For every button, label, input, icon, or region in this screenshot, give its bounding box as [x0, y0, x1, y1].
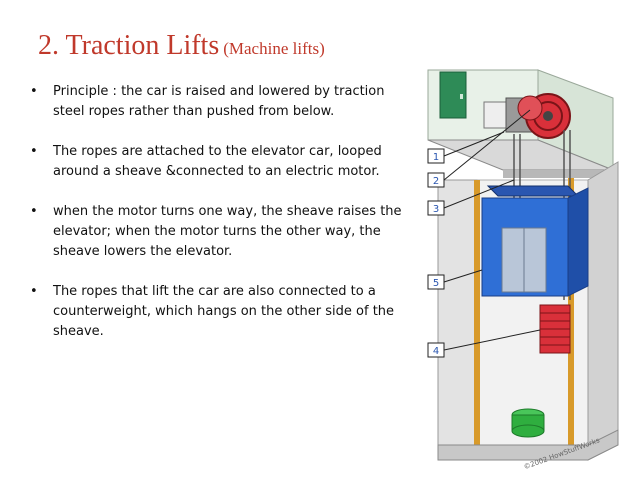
guide-rail-right: [568, 178, 574, 453]
callout-label: 1: [433, 152, 439, 163]
bullet-item: • The ropes that lift the car are also c…: [30, 282, 410, 342]
callout-label: 4: [433, 346, 439, 357]
elevator-diagram: 1 2 3 5 4 ©2002 HowStuffWorks: [427, 69, 619, 471]
slide-title: 2. Traction Lifts (Machine lifts): [38, 30, 325, 62]
elevator-car-side: [567, 187, 589, 297]
motor-controller: [483, 101, 507, 129]
callout-line: [443, 179, 515, 209]
buffer-base: [511, 424, 545, 438]
bullet-dot: •: [30, 144, 38, 159]
door-handle: [460, 94, 463, 99]
bullet-text: The ropes that lift the car are also con…: [53, 284, 395, 339]
guide-rail-left: [474, 180, 480, 455]
callout-label: 3: [433, 204, 439, 215]
callout-line: [443, 269, 483, 283]
callout-box: [427, 342, 445, 358]
callout-box: [427, 172, 445, 188]
shaft-right-wall: [587, 161, 619, 461]
bullet-dot: •: [30, 204, 38, 219]
bullet-text: The ropes are attached to the elevator c…: [53, 144, 382, 179]
callout-line: [443, 109, 531, 181]
callout-line: [443, 131, 505, 157]
bullet-text: Principle : the car is raised and lowere…: [53, 84, 385, 119]
bullet-list: • Principle : the car is raised and lowe…: [30, 82, 410, 362]
title-main: 2. Traction Lifts: [38, 30, 220, 61]
elevator-illustration: 1 2 3 5 4 ©2002 HowStuffWorks: [418, 50, 628, 472]
bullet-text: when the motor turns one way, the sheave…: [53, 204, 402, 259]
deflector-wheel: [517, 95, 543, 121]
shaft-left-wall: [437, 179, 479, 461]
floor-slab-edge: [503, 170, 613, 178]
bullet-item: • The ropes are attached to the elevator…: [30, 142, 410, 182]
sheave-hub: [543, 111, 553, 121]
bullet-dot: •: [30, 284, 38, 299]
bullet-item: • when the motor turns one way, the shea…: [30, 202, 410, 262]
callout-label: 2: [433, 176, 439, 187]
callout-box: [427, 148, 445, 164]
bullet-dot: •: [30, 84, 38, 99]
callout-box: [427, 200, 445, 216]
callout-box: [427, 274, 445, 290]
pit-floor: [437, 429, 619, 461]
bullet-item: • Principle : the car is raised and lowe…: [30, 82, 410, 122]
callout-line: [443, 329, 541, 351]
title-subtitle: (Machine lifts): [223, 39, 325, 58]
callout-label: 5: [433, 278, 439, 289]
car-crosshead: [486, 185, 580, 197]
